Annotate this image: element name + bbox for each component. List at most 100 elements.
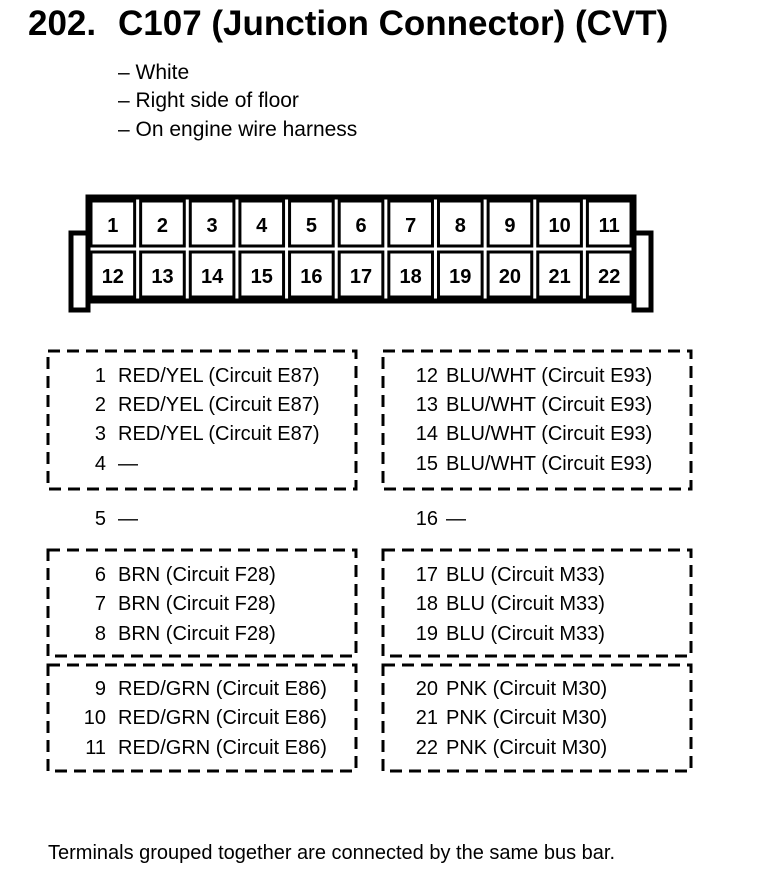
terminal-number: 10 — [0, 706, 106, 730]
connector-pin-number: 19 — [449, 266, 471, 288]
bus-group-9-11 — [46, 663, 358, 773]
connector-pin-number: 22 — [598, 266, 620, 288]
connector-cavity — [486, 199, 534, 248]
terminal-wire-text: RED/YEL (Circuit E87) — [118, 365, 320, 387]
terminal-number-text: 17 — [415, 564, 438, 586]
connector-pin-number: 9 — [504, 215, 515, 237]
terminal-number-text: 19 — [415, 623, 438, 645]
terminal-wire-text: RED/GRN (Circuit E86) — [118, 737, 327, 759]
terminal-number-text: 12 — [415, 365, 438, 387]
terminal-number: 20 — [0, 677, 438, 701]
footnote: Terminals grouped together are connected… — [48, 842, 616, 864]
connector-cavity — [585, 250, 633, 299]
description-color: – White — [118, 61, 190, 84]
connector-cavity — [337, 199, 385, 248]
terminal-number: 21 — [0, 706, 438, 730]
terminal-number-text: 9 — [94, 678, 106, 700]
terminal-number-text: 18 — [415, 593, 438, 615]
terminal-wire-text: BRN (Circuit F28) — [118, 623, 276, 645]
connector-pin-number: 18 — [400, 266, 422, 288]
connector-pin-number: 12 — [102, 266, 124, 288]
connector-pin-number: 10 — [548, 215, 570, 237]
terminal-number-text: 1 — [94, 365, 106, 387]
terminal-number: 6 — [0, 563, 106, 587]
terminal-wire-text: BRN (Circuit F28) — [118, 593, 276, 615]
connector-cavity — [288, 250, 335, 299]
connector-pin-number: 1 — [107, 215, 118, 237]
terminal-number-text: 5 — [94, 508, 106, 530]
terminal-wire-text: RED/YEL (Circuit E87) — [118, 423, 320, 445]
terminal-number-text: 14 — [415, 423, 438, 445]
terminal-number-text: 11 — [85, 737, 106, 759]
terminal-number-text: 10 — [83, 707, 106, 729]
terminal-number: 12 — [0, 364, 438, 388]
terminal-number-text: 8 — [94, 623, 106, 645]
terminal-number: 9 — [0, 677, 106, 701]
terminal-number-text: 20 — [415, 678, 438, 700]
connector-pin-number: 15 — [251, 266, 273, 288]
terminal-number-text: 3 — [94, 423, 106, 445]
connector-latch-left — [68, 230, 91, 313]
connector-cavity — [188, 250, 236, 299]
terminal-number: 13 — [0, 393, 438, 417]
terminal-number: 1 — [0, 364, 106, 388]
terminal-number: 18 — [0, 592, 438, 616]
description-location: – Right side of floor — [118, 89, 299, 112]
terminal-number-text: 6 — [94, 564, 106, 586]
terminal-number: 4 — [0, 452, 106, 476]
terminal-number: 8 — [0, 622, 106, 646]
terminal-number: 3 — [0, 422, 106, 446]
connector-cavity — [436, 199, 484, 248]
connector-pin-number: 8 — [455, 215, 466, 237]
connector-latch-right — [631, 230, 654, 313]
connector-pin-number: 6 — [355, 215, 366, 237]
connector-cavity — [486, 250, 534, 299]
connector-cavity — [337, 250, 385, 299]
connector-cavity — [387, 250, 434, 299]
connector-pin-number: 14 — [201, 266, 224, 288]
terminal-number-text: 4 — [94, 453, 106, 475]
terminal-number-text: 2 — [94, 394, 106, 416]
terminal-wire-text: BLU/WHT (Circuit E93) — [446, 394, 653, 416]
terminal-wire-text: — — [118, 453, 138, 475]
connector-pin-number: 16 — [300, 266, 322, 288]
connector-cavity — [89, 199, 137, 248]
terminal-number: 14 — [0, 422, 438, 446]
connector-cavity — [536, 250, 583, 299]
connector-cavity — [387, 199, 434, 248]
connector-pin-number: 3 — [207, 215, 218, 237]
connector-cavity — [288, 199, 335, 248]
connector-cavity — [139, 199, 186, 248]
terminal-number: 5 — [0, 507, 106, 531]
terminal-number: 22 — [0, 736, 438, 760]
terminal-wire-text: RED/YEL (Circuit E87) — [118, 394, 320, 416]
terminal-number: 7 — [0, 592, 106, 616]
terminal-wire-text: PNK (Circuit M30) — [446, 707, 608, 729]
terminal-number: 2 — [0, 393, 106, 417]
terminal-wire-text: PNK (Circuit M30) — [446, 678, 608, 700]
terminal-wire-text: BLU (Circuit M33) — [446, 593, 605, 615]
terminal-wire-text: BLU/WHT (Circuit E93) — [446, 453, 653, 475]
terminal-number-text: 13 — [415, 394, 438, 416]
description-harness: – On engine wire harness — [118, 118, 358, 141]
connector-pin-number: 11 — [599, 215, 620, 237]
connector-pin-number: 21 — [548, 266, 570, 288]
connector-cavity — [436, 250, 484, 299]
connector-cavity — [585, 199, 633, 248]
connector-pin-number: 4 — [256, 215, 268, 237]
terminal-number-text: 21 — [415, 707, 438, 729]
bus-group-6-8 — [46, 548, 358, 658]
terminal-wire-text: BLU/WHT (Circuit E93) — [446, 365, 653, 387]
connector-cavity — [89, 250, 137, 299]
connector-pin-number: 20 — [499, 266, 521, 288]
connector-cavity — [238, 199, 286, 248]
terminal-wire-text: — — [118, 508, 138, 530]
connector-cavity — [536, 199, 583, 248]
bus-group-12-15 — [381, 349, 693, 491]
terminal-number-text: 7 — [94, 593, 106, 615]
connector-cavity — [139, 250, 186, 299]
terminal-wire-text: RED/GRN (Circuit E86) — [118, 707, 327, 729]
terminal-number: 19 — [0, 622, 438, 646]
connector-pin-number: 7 — [405, 215, 416, 237]
terminal-wire-text: — — [446, 508, 466, 530]
